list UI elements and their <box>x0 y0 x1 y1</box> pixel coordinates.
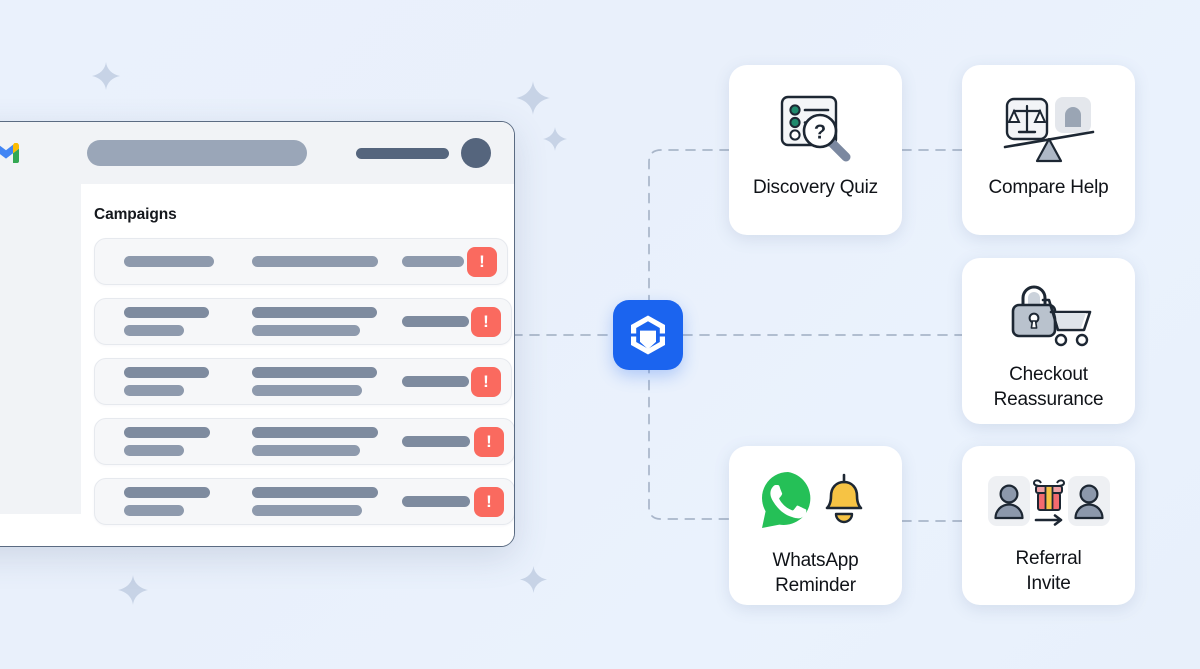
two-people-gift-arrow-icon <box>986 472 1112 530</box>
row-cell-meta <box>402 256 472 267</box>
card-label: Checkout Reassurance <box>994 362 1104 412</box>
row-cell-name <box>124 427 214 456</box>
card-label: Discovery Quiz <box>753 177 878 198</box>
card-label-line1: Referral <box>1015 548 1082 569</box>
status-badge[interactable]: ! <box>467 246 497 277</box>
sparkle-icon <box>516 81 550 115</box>
sparkle-icon <box>118 575 148 605</box>
card-discovery-quiz[interactable]: ? Discovery Quiz <box>729 65 902 235</box>
table-row[interactable]: ! <box>94 358 512 405</box>
row-cell-name <box>124 487 214 516</box>
row-cell-name <box>124 307 214 336</box>
card-whatsapp-reminder[interactable]: WhatsApp Reminder <box>729 446 902 605</box>
sparkle-icon <box>543 127 567 151</box>
card-label: WhatsApp Reminder <box>772 548 858 598</box>
status-badge[interactable]: ! <box>471 366 501 397</box>
table-row[interactable]: ! <box>94 478 514 525</box>
row-cell-meta <box>402 436 472 447</box>
window-main-panel: Campaigns ! <box>81 184 514 546</box>
window-topbar <box>0 122 514 184</box>
card-label-line2: Invite <box>1026 573 1071 595</box>
padlock-shopping-cart-icon <box>999 280 1099 350</box>
status-badge[interactable]: ! <box>474 426 504 457</box>
status-badge[interactable]: ! <box>471 306 501 337</box>
gmail-icon <box>0 143 19 163</box>
row-cell-detail <box>252 307 378 336</box>
card-label: Compare Help <box>988 177 1109 198</box>
card-label: Referral Invite <box>1016 546 1082 596</box>
page-title: Campaigns <box>94 206 177 223</box>
card-label-line2: Reassurance <box>993 389 1104 411</box>
row-cell-detail <box>252 367 378 396</box>
row-cell-name <box>124 367 214 396</box>
card-label-line2: Reminder <box>775 575 856 597</box>
card-label-line1: WhatsApp <box>772 550 859 571</box>
hexagon-cube-logo-icon <box>631 315 665 355</box>
table-row[interactable]: ! <box>94 418 514 465</box>
row-cell-detail <box>252 427 378 456</box>
card-checkout-reassurance[interactable]: Checkout Reassurance <box>962 258 1135 424</box>
whatsapp-bell-icon <box>758 468 874 534</box>
sparkle-icon <box>92 62 120 90</box>
row-cell-meta <box>402 316 472 327</box>
card-label-line1: Checkout <box>1009 364 1088 385</box>
balance-scale-seesaw-icon <box>997 91 1101 165</box>
app-window: Campaigns ! <box>0 121 515 547</box>
card-compare-help[interactable]: Compare Help <box>962 65 1135 235</box>
row-cell-detail <box>252 256 378 267</box>
status-badge[interactable]: ! <box>474 486 504 517</box>
row-cell-name <box>124 256 214 267</box>
search-input[interactable] <box>87 140 307 166</box>
sparkle-icon <box>520 566 547 593</box>
svg-text:?: ? <box>813 122 825 144</box>
avatar[interactable] <box>461 138 491 168</box>
row-cell-detail <box>252 487 378 516</box>
checklist-magnifier-question-icon: ? <box>770 91 862 165</box>
row-cell-meta <box>402 496 472 507</box>
row-cell-meta <box>402 376 472 387</box>
card-referral-invite[interactable]: Referral Invite <box>962 446 1135 605</box>
window-sidebar <box>0 184 81 514</box>
table-row[interactable]: ! <box>94 298 512 345</box>
hub-logo[interactable] <box>613 300 683 370</box>
topbar-action-pill[interactable] <box>356 147 449 159</box>
table-row[interactable]: ! <box>94 238 508 285</box>
